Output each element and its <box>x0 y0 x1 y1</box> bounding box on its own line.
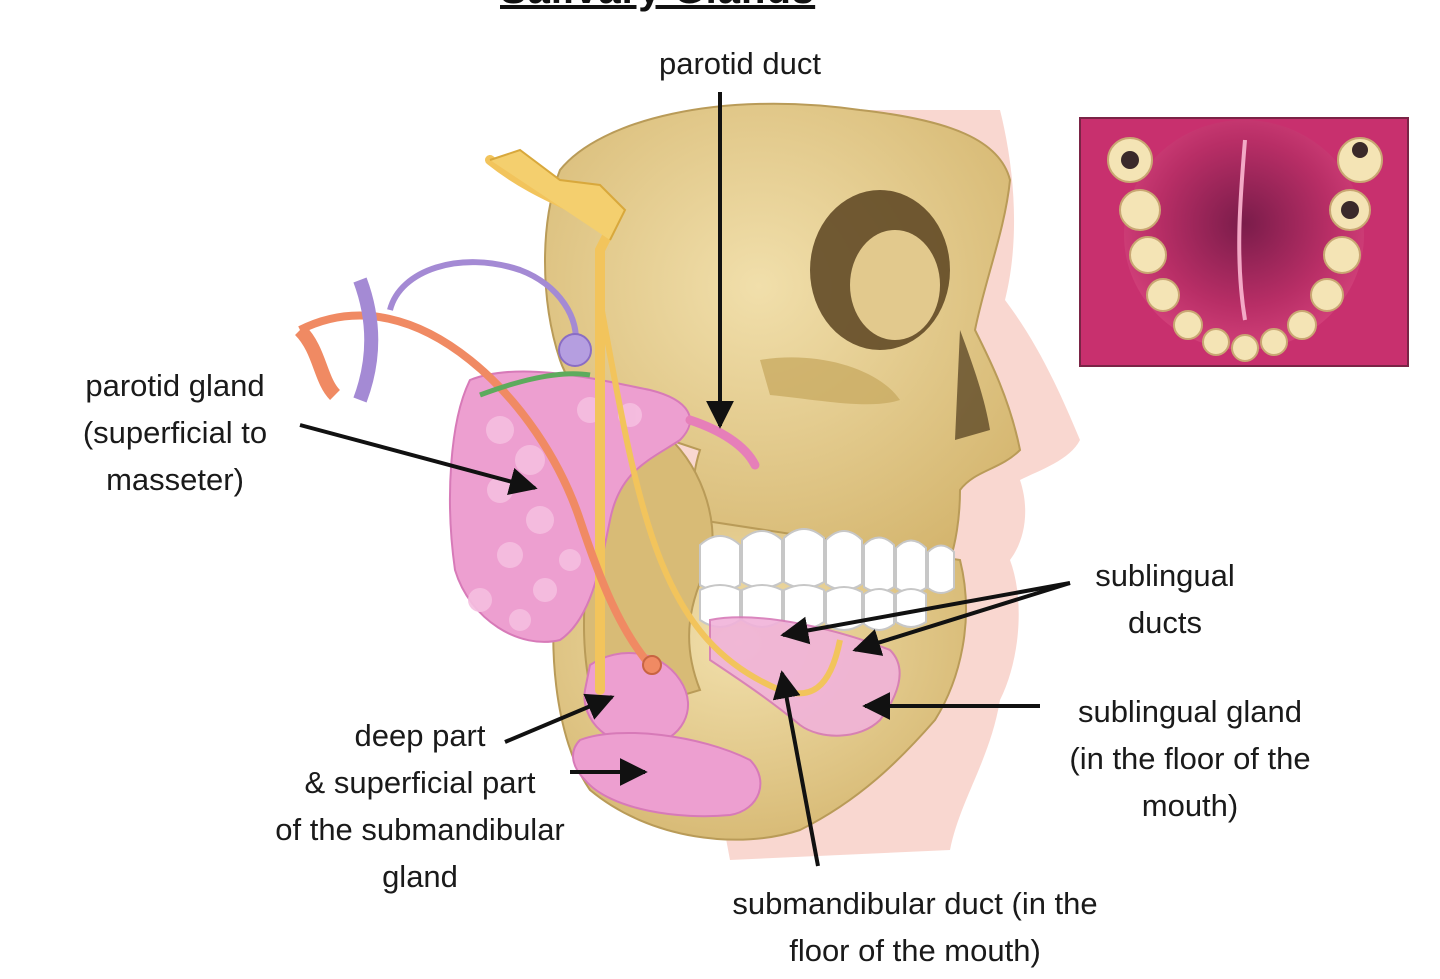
lingual-nerve <box>597 299 843 697</box>
label-sublingual-ducts: sublingual ducts <box>1095 558 1235 640</box>
label-submandibular-gland: deep part & superficial part of the subm… <box>275 718 565 894</box>
mouth-floor-photo <box>1079 117 1409 367</box>
label-parotid-gland: parotid gland (superficial to masseter) <box>82 368 268 497</box>
label-sublingual-gland: sublingual gland (in the floor of the mo… <box>1069 694 1311 823</box>
artery <box>298 311 654 668</box>
parotid-duct-shape <box>685 415 760 470</box>
submandibular-gland-shape <box>572 652 762 818</box>
teeth <box>699 528 955 631</box>
vein <box>387 259 579 346</box>
label-submandibular-duct: submandibular duct (in the floor of the … <box>732 886 1098 968</box>
label-parotid-duct: parotid duct <box>659 46 821 81</box>
page-title: Salivary Glands <box>500 0 815 13</box>
